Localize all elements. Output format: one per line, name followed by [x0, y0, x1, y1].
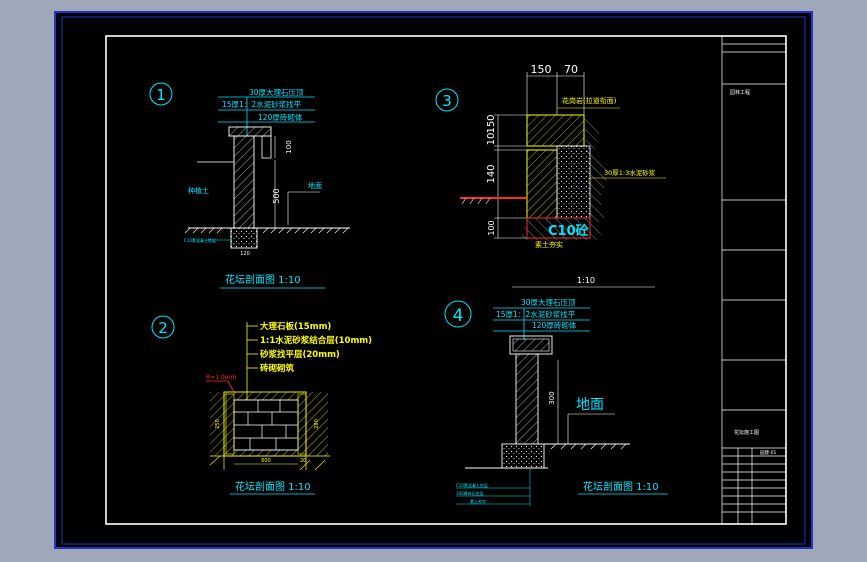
- detail-1-marker: [149, 82, 173, 106]
- detail-1-wall: [233, 135, 255, 229]
- detail-2-corner-label: R=1.0mm: [206, 374, 237, 381]
- detail-3-scale: 1:10: [577, 276, 595, 285]
- detail-4-layer-3: 120厚砖砌体: [532, 320, 577, 330]
- sheet-frame: [105, 35, 787, 525]
- detail-1-number: 1: [156, 86, 166, 104]
- detail-3-dim-side-b: 150: [486, 114, 497, 133]
- detail-1-label-ground: 地面: [308, 181, 322, 190]
- detail-1-dim-mid: 500: [272, 188, 281, 203]
- drawing-inner-border: [61, 16, 806, 545]
- detail-2-number: 2: [158, 319, 168, 337]
- detail-3-label-base: 素土夯实: [535, 240, 563, 249]
- detail-2-layer-3: 砂浆找平层(20mm): [259, 349, 340, 360]
- detail-4-wall: [515, 353, 539, 445]
- detail-4-marker: [444, 300, 472, 328]
- detail-4-layer-2: 15厚1：2水泥砂浆找平: [496, 309, 576, 319]
- detail-4-layer-1: 30厚大理石压顶: [521, 297, 576, 307]
- detail-4-label-bottom-3: 素土夯实: [470, 498, 486, 504]
- detail-1-coping: [228, 126, 272, 137]
- drawing-outer-border: [54, 11, 813, 549]
- detail-2-layer-2: 1:1水泥砂浆结合层(10mm): [260, 335, 372, 346]
- detail-3: 3 150 70 10 150 140 100: [435, 63, 666, 288]
- detail-2-soil-left: [210, 392, 224, 456]
- titleblock-drawing: 花坛施工图: [734, 429, 759, 436]
- detail-3-dim-side-a: 10: [486, 133, 497, 146]
- detail-4-footing: [501, 443, 545, 469]
- detail-2-layer-1: 大理石板(15mm): [260, 321, 331, 332]
- detail-3-dim-top-b: 70: [564, 63, 578, 76]
- detail-1-dim-bottom: 120: [240, 251, 250, 257]
- detail-2-dim-right: 280: [314, 419, 320, 429]
- detail-3-dim-side-c: 140: [486, 164, 497, 183]
- detail-3-concrete: [556, 145, 591, 219]
- detail-4-label-ground: 地面: [576, 397, 604, 413]
- detail-1-title: 花坛剖面图 1:10: [225, 273, 301, 286]
- detail-4-label-bottom-1: C10素混凝土垫层: [456, 482, 488, 488]
- detail-2-dim-left: 250: [215, 419, 221, 429]
- detail-2-soil-right: [306, 392, 328, 456]
- detail-1-footing: [230, 227, 258, 249]
- detail-3-curb-body: [526, 149, 558, 219]
- detail-1-layer-2: 15厚1：2水泥砂浆找平: [222, 99, 302, 109]
- titleblock-sheet: 园建-01: [760, 449, 776, 456]
- detail-1-dim-top: 100: [285, 140, 293, 153]
- detail-4-dim-mid: 300: [548, 391, 556, 404]
- detail-1-label-soil: 种植土: [188, 186, 209, 195]
- detail-3-number: 3: [442, 92, 452, 110]
- detail-2-dim-bottom: 600: [261, 458, 271, 464]
- detail-2: 2 大理石板(15mm) 1:1水泥砂浆结合层(10mm) 砂浆找平层(20mm…: [151, 315, 372, 495]
- titleblock-project: 园林工程: [730, 89, 750, 96]
- detail-3-label-mortar: 30厚1:3水泥砂浆: [604, 168, 656, 177]
- detail-4-label-bottom-2: 100厚碎石垫层: [456, 490, 484, 496]
- detail-2-dim-bottom-small: 20: [300, 458, 306, 464]
- detail-2-marker: [151, 315, 175, 339]
- detail-3-soil: [584, 115, 610, 222]
- detail-1-layer-3: 120厚砖砌体: [258, 112, 303, 122]
- detail-4-title: 花坛剖面图 1:10: [583, 480, 659, 493]
- detail-1-layer-1: 30厚大理石压顶: [249, 87, 304, 97]
- detail-3-dim-side-d: 100: [487, 220, 496, 235]
- detail-4-number: 4: [453, 306, 464, 326]
- detail-4: 4 30厚大理石压顶 15厚1：2水泥砂浆找平 120厚砖砌体 300 地面: [444, 297, 668, 506]
- detail-3-dim-top-a: 150: [531, 63, 552, 76]
- detail-3-label-top: 花岗岩(拉道衔面): [562, 96, 617, 105]
- detail-3-curb-top: [526, 114, 585, 147]
- title-block: [721, 36, 786, 524]
- detail-2-layer-4: 砖砌砌筑: [260, 363, 295, 374]
- detail-1: 1 30厚大理石压顶 15厚1：2水泥砂浆找平 120厚砖砌体: [149, 82, 350, 289]
- detail-3-base: [526, 217, 591, 239]
- detail-3-marker: [435, 88, 459, 112]
- detail-2-title: 花坛剖面图 1:10: [235, 480, 311, 493]
- detail-3-label-concrete: C10砼: [548, 223, 590, 239]
- detail-1-label-footing: C10素混凝土垫层: [184, 237, 216, 243]
